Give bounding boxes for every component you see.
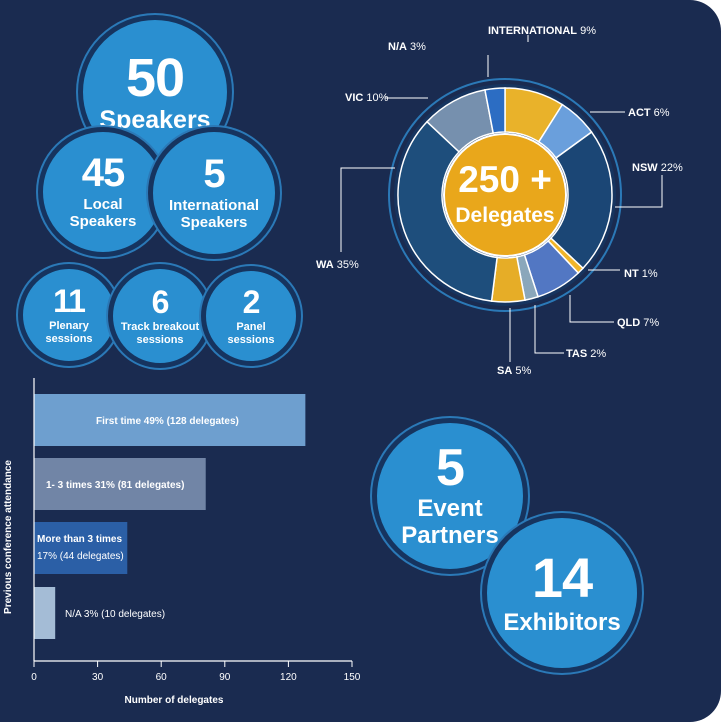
exhibitors-number: 14 xyxy=(531,545,593,609)
panel-sessions-number: 2 xyxy=(242,284,261,321)
donut-leader-line xyxy=(615,175,663,208)
donut-center xyxy=(443,133,567,257)
exhibitors-circle: 14 Exhibitors xyxy=(482,513,642,673)
donut-label-nt: NT 1% xyxy=(624,268,658,280)
event-partners-number: 5 xyxy=(436,439,465,498)
attendance-bar-label: First time 49% (128 delegates) xyxy=(96,416,239,427)
event-partners-label-line2: Partners xyxy=(401,522,499,549)
international-speakers-label-line1: International xyxy=(168,197,259,215)
local-speakers-circle: 45 Local Speakers xyxy=(38,127,168,257)
donut-label-na: N/A 3% xyxy=(388,41,426,53)
donut-slice-na xyxy=(484,87,506,134)
international-speakers-label-line2: Speakers xyxy=(180,214,248,231)
plenary-sessions-label-line2: sessions xyxy=(45,332,93,345)
attendance-bar-label: More than 3 times xyxy=(37,534,122,545)
donut-label-international: INTERNATIONAL 9% xyxy=(488,25,596,37)
local-speakers-label-line2: Speakers xyxy=(69,213,137,230)
plenary-sessions-label-line1: Plenary xyxy=(49,320,89,333)
attendance-bar-label: N/A 3% (10 delegates) xyxy=(65,609,165,620)
bar-y-axis-title: Previous conference attendance xyxy=(3,460,14,614)
international-speakers-circle: 5 International Speakers xyxy=(148,127,280,259)
donut-label-qld: QLD 7% xyxy=(617,317,659,329)
attendance-bar xyxy=(34,522,128,574)
bar-x-tick-label: 60 xyxy=(156,672,168,683)
local-speakers-number: 45 xyxy=(81,151,125,196)
speakers-total-number: 50 xyxy=(125,47,185,108)
donut-center-text: Delegates xyxy=(455,204,554,227)
track-sessions-circle: 6 Track breakout sessions xyxy=(108,264,212,368)
attendance-bar-label: 17% (44 delegates) xyxy=(37,551,124,562)
donut-center-number: 250 + xyxy=(458,159,552,200)
donut-label-wa: WA 35% xyxy=(316,259,359,271)
bar-x-tick-label: 30 xyxy=(92,672,104,683)
donut-outer-ring xyxy=(388,78,622,312)
bar-x-tick-label: 90 xyxy=(219,672,231,683)
donut-label-act: ACT 6% xyxy=(628,107,670,119)
donut-label-tas: TAS 2% xyxy=(566,348,606,360)
donut-label-vic: VIC 10% xyxy=(345,92,389,104)
donut-leader-line xyxy=(569,295,614,323)
event-partners-label-line1: Event xyxy=(417,495,483,523)
track-sessions-label-line1: Track breakout xyxy=(120,321,200,334)
bar-x-tick-label: 0 xyxy=(31,672,37,683)
attendance-bar-label: 1- 3 times 31% (81 delegates) xyxy=(46,480,184,491)
donut-label-nsw: NSW 22% xyxy=(632,162,683,174)
local-speakers-label-line1: Local xyxy=(83,196,123,214)
bar-x-axis-title: Number of delegates xyxy=(125,695,224,706)
panel-sessions-label-line2: sessions xyxy=(227,333,275,346)
attendance-bar xyxy=(34,394,306,446)
track-sessions-label-line2: sessions xyxy=(136,333,184,346)
exhibitors-label: Exhibitors xyxy=(503,608,621,636)
donut-leader-line xyxy=(534,305,564,354)
donut-slice-wa xyxy=(397,120,498,302)
panel-sessions-label-line1: Panel xyxy=(236,321,266,334)
attendance-bar xyxy=(34,587,56,639)
international-speakers-number: 5 xyxy=(203,152,225,197)
bar-x-tick-label: 120 xyxy=(280,672,297,683)
bar-x-tick-label: 150 xyxy=(344,672,361,683)
plenary-sessions-number: 11 xyxy=(53,283,86,320)
attendance-bar xyxy=(34,458,206,510)
plenary-sessions-circle: 11 Plenary sessions xyxy=(18,264,120,366)
donut-leader-line xyxy=(340,167,395,252)
panel-sessions-circle: 2 Panel sessions xyxy=(201,266,301,366)
track-sessions-number: 6 xyxy=(151,284,170,321)
donut-label-sa: SA 5% xyxy=(497,365,531,377)
